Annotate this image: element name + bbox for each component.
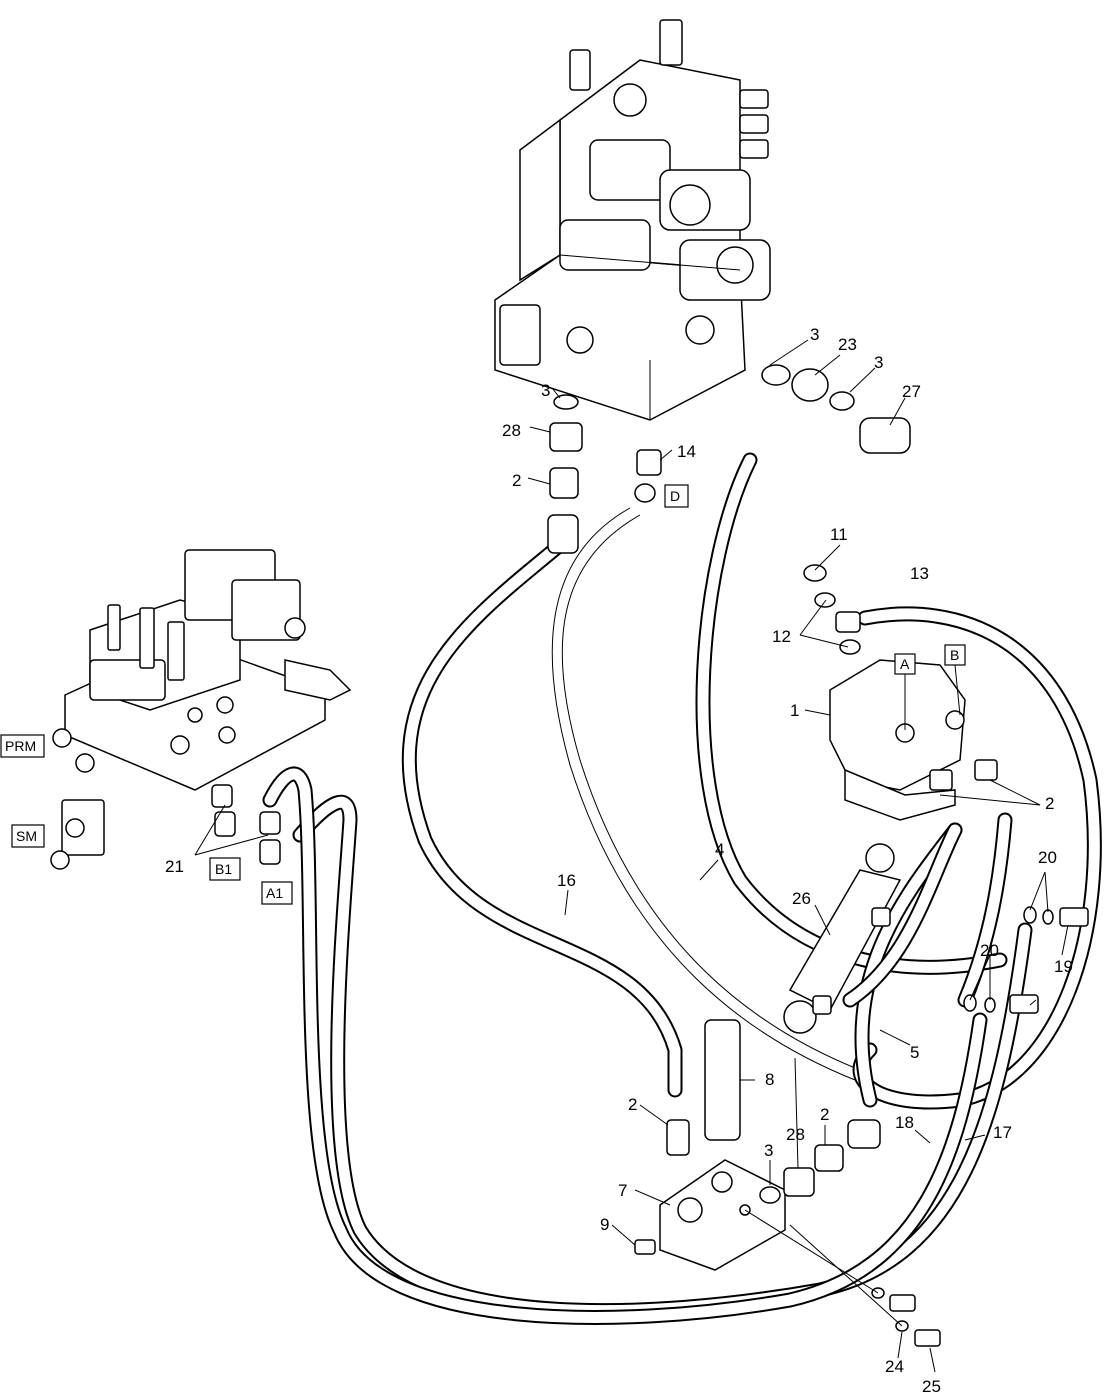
hose-5	[854, 822, 963, 1108]
callout-25: 25	[922, 1377, 941, 1396]
callout-1: 1	[790, 701, 799, 720]
valve-block-7	[634, 1019, 786, 1271]
callout-2: 2	[512, 471, 521, 490]
callout-2: 2	[628, 1095, 637, 1114]
callout-11: 11	[830, 525, 848, 544]
callout-labels: 3 23 3 27 3 28 2 14 11 13 12 1 2 4 20 21…	[165, 325, 1073, 1396]
port-tag-prm: PRM	[5, 738, 36, 754]
callout-13: 13	[910, 564, 929, 583]
callout-28: 28	[786, 1125, 805, 1144]
port-tag-b: B	[950, 647, 959, 663]
callout-27: 27	[902, 382, 921, 401]
callout-4: 4	[715, 840, 724, 859]
cylinder-26	[783, 843, 902, 1034]
port-tag-a: A	[900, 656, 910, 672]
callout-28: 28	[502, 421, 521, 440]
callout-20: 20	[980, 941, 999, 960]
port-tag-a1: A1	[266, 885, 283, 901]
callout-5: 5	[910, 1043, 919, 1062]
callout-16: 16	[557, 871, 576, 890]
callout-24: 24	[885, 1357, 904, 1376]
main-control-valve	[494, 19, 771, 421]
hose-14-line	[551, 507, 861, 1081]
fittings	[211, 364, 1089, 1347]
callout-9: 9	[600, 1215, 609, 1234]
callout-2: 2	[1045, 794, 1054, 813]
callout-7: 7	[618, 1181, 627, 1200]
callout-26: 26	[792, 889, 811, 908]
port-tag-sm: SM	[16, 828, 37, 844]
leader-lines	[194, 339, 1069, 1373]
callout-20: 20	[1038, 848, 1057, 867]
callout-14: 14	[677, 442, 696, 461]
callout-3: 3	[764, 1141, 773, 1160]
callout-17: 17	[993, 1123, 1012, 1142]
callout-2: 2	[820, 1105, 829, 1124]
callout-12: 12	[772, 627, 791, 646]
callout-19: 19	[1054, 957, 1073, 976]
callout-8: 8	[765, 1070, 774, 1089]
callout-3: 3	[810, 325, 819, 344]
callout-21: 21	[165, 857, 184, 876]
port-tag-b1: B1	[215, 861, 232, 877]
callout-18: 18	[895, 1113, 914, 1132]
motor-1	[829, 659, 998, 821]
hose-17-18	[262, 766, 1033, 1325]
port-tag-d: D	[670, 488, 680, 504]
left-valve-block	[50, 549, 352, 870]
hose-16	[401, 537, 683, 1098]
hose-13	[852, 606, 1102, 1110]
callout-3: 3	[874, 353, 883, 372]
callout-3: 3	[541, 381, 550, 400]
port-tags: PRM SM B1 A1 D A B	[0, 484, 966, 905]
callout-23: 23	[838, 335, 857, 354]
hose-motor-right	[842, 812, 1013, 1008]
